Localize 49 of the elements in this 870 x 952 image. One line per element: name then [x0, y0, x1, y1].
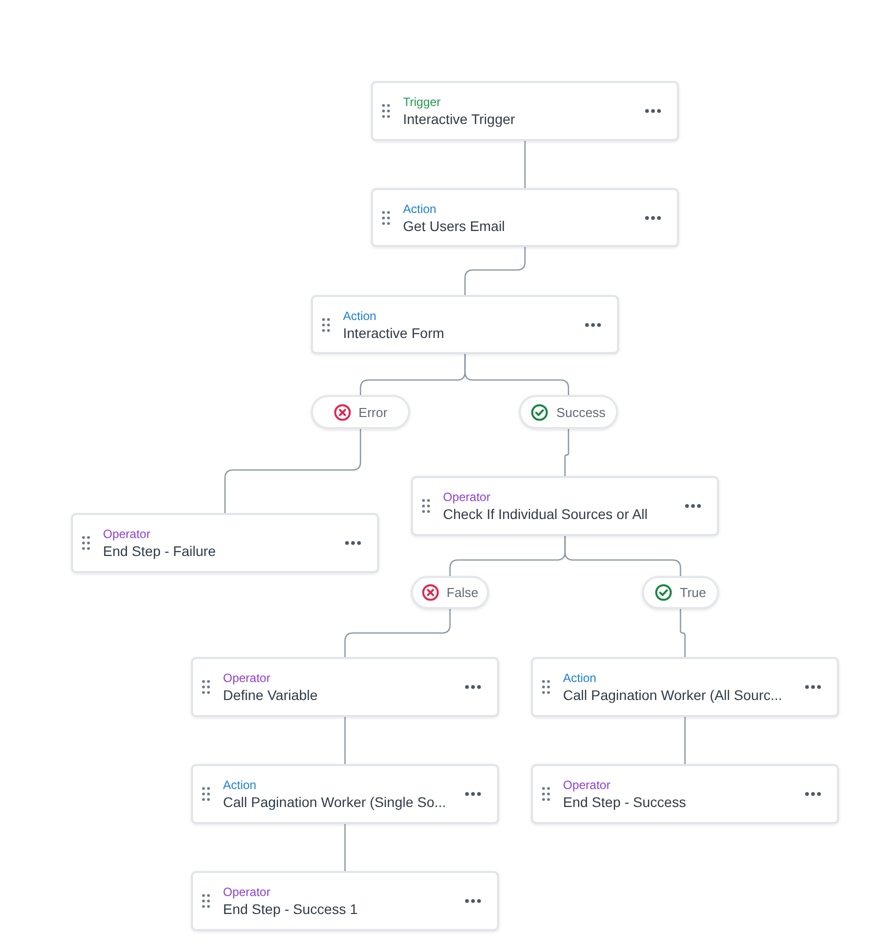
step-type-label: Operator [563, 777, 612, 793]
branch-label: Success [556, 406, 606, 418]
step-title: End Step - Success 1 [223, 900, 358, 919]
step-card [531, 764, 839, 824]
step-title: Define Variable [223, 686, 318, 705]
step-card [191, 657, 499, 717]
branch-pill [311, 395, 410, 429]
step-card [191, 764, 499, 824]
step-type-label: Action [343, 308, 378, 324]
step-type-label: Operator [223, 670, 272, 686]
branch-pill [642, 576, 719, 609]
connector-line [464, 247, 526, 295]
step-card [191, 871, 499, 931]
step-title: Interactive Trigger [403, 110, 516, 129]
connector-line [344, 824, 346, 871]
step-card [411, 476, 719, 536]
connector-line [684, 717, 686, 764]
step-card [371, 188, 679, 247]
step-type-label: Action [223, 777, 258, 793]
step-type-label: Operator [443, 489, 492, 505]
connector-line [680, 609, 686, 657]
step-card [371, 81, 679, 141]
step-title: Interactive Form [343, 324, 444, 343]
connector-line [344, 609, 451, 657]
step-type-label: Action [563, 670, 598, 686]
step-card [311, 295, 619, 354]
connector-line [564, 536, 682, 576]
step-title: End Step - Success [563, 793, 686, 812]
step-title: Call Pagination Worker (Single So... [223, 793, 446, 812]
connector-line [464, 354, 570, 395]
connector-line [564, 429, 570, 476]
step-card [531, 657, 839, 717]
step-card [71, 513, 379, 573]
connector-line [344, 717, 346, 764]
connector-line [224, 429, 362, 513]
branch-label: True [680, 586, 706, 599]
branch-label: Error [358, 406, 388, 418]
branch-label: False [446, 586, 478, 599]
step-title: Get Users Email [403, 217, 505, 236]
step-type-label: Operator [223, 884, 272, 900]
step-title: Check If Individual Sources or All [443, 505, 648, 524]
step-type-label: Trigger [403, 94, 442, 110]
step-type-label: Action [403, 201, 438, 217]
step-title: End Step - Failure [103, 542, 216, 561]
branch-pill [411, 576, 489, 609]
step-title: Call Pagination Worker (All Sourc... [563, 686, 782, 705]
branch-pill [519, 395, 618, 429]
connector-line [524, 141, 526, 188]
step-type-label: Operator [103, 526, 152, 542]
